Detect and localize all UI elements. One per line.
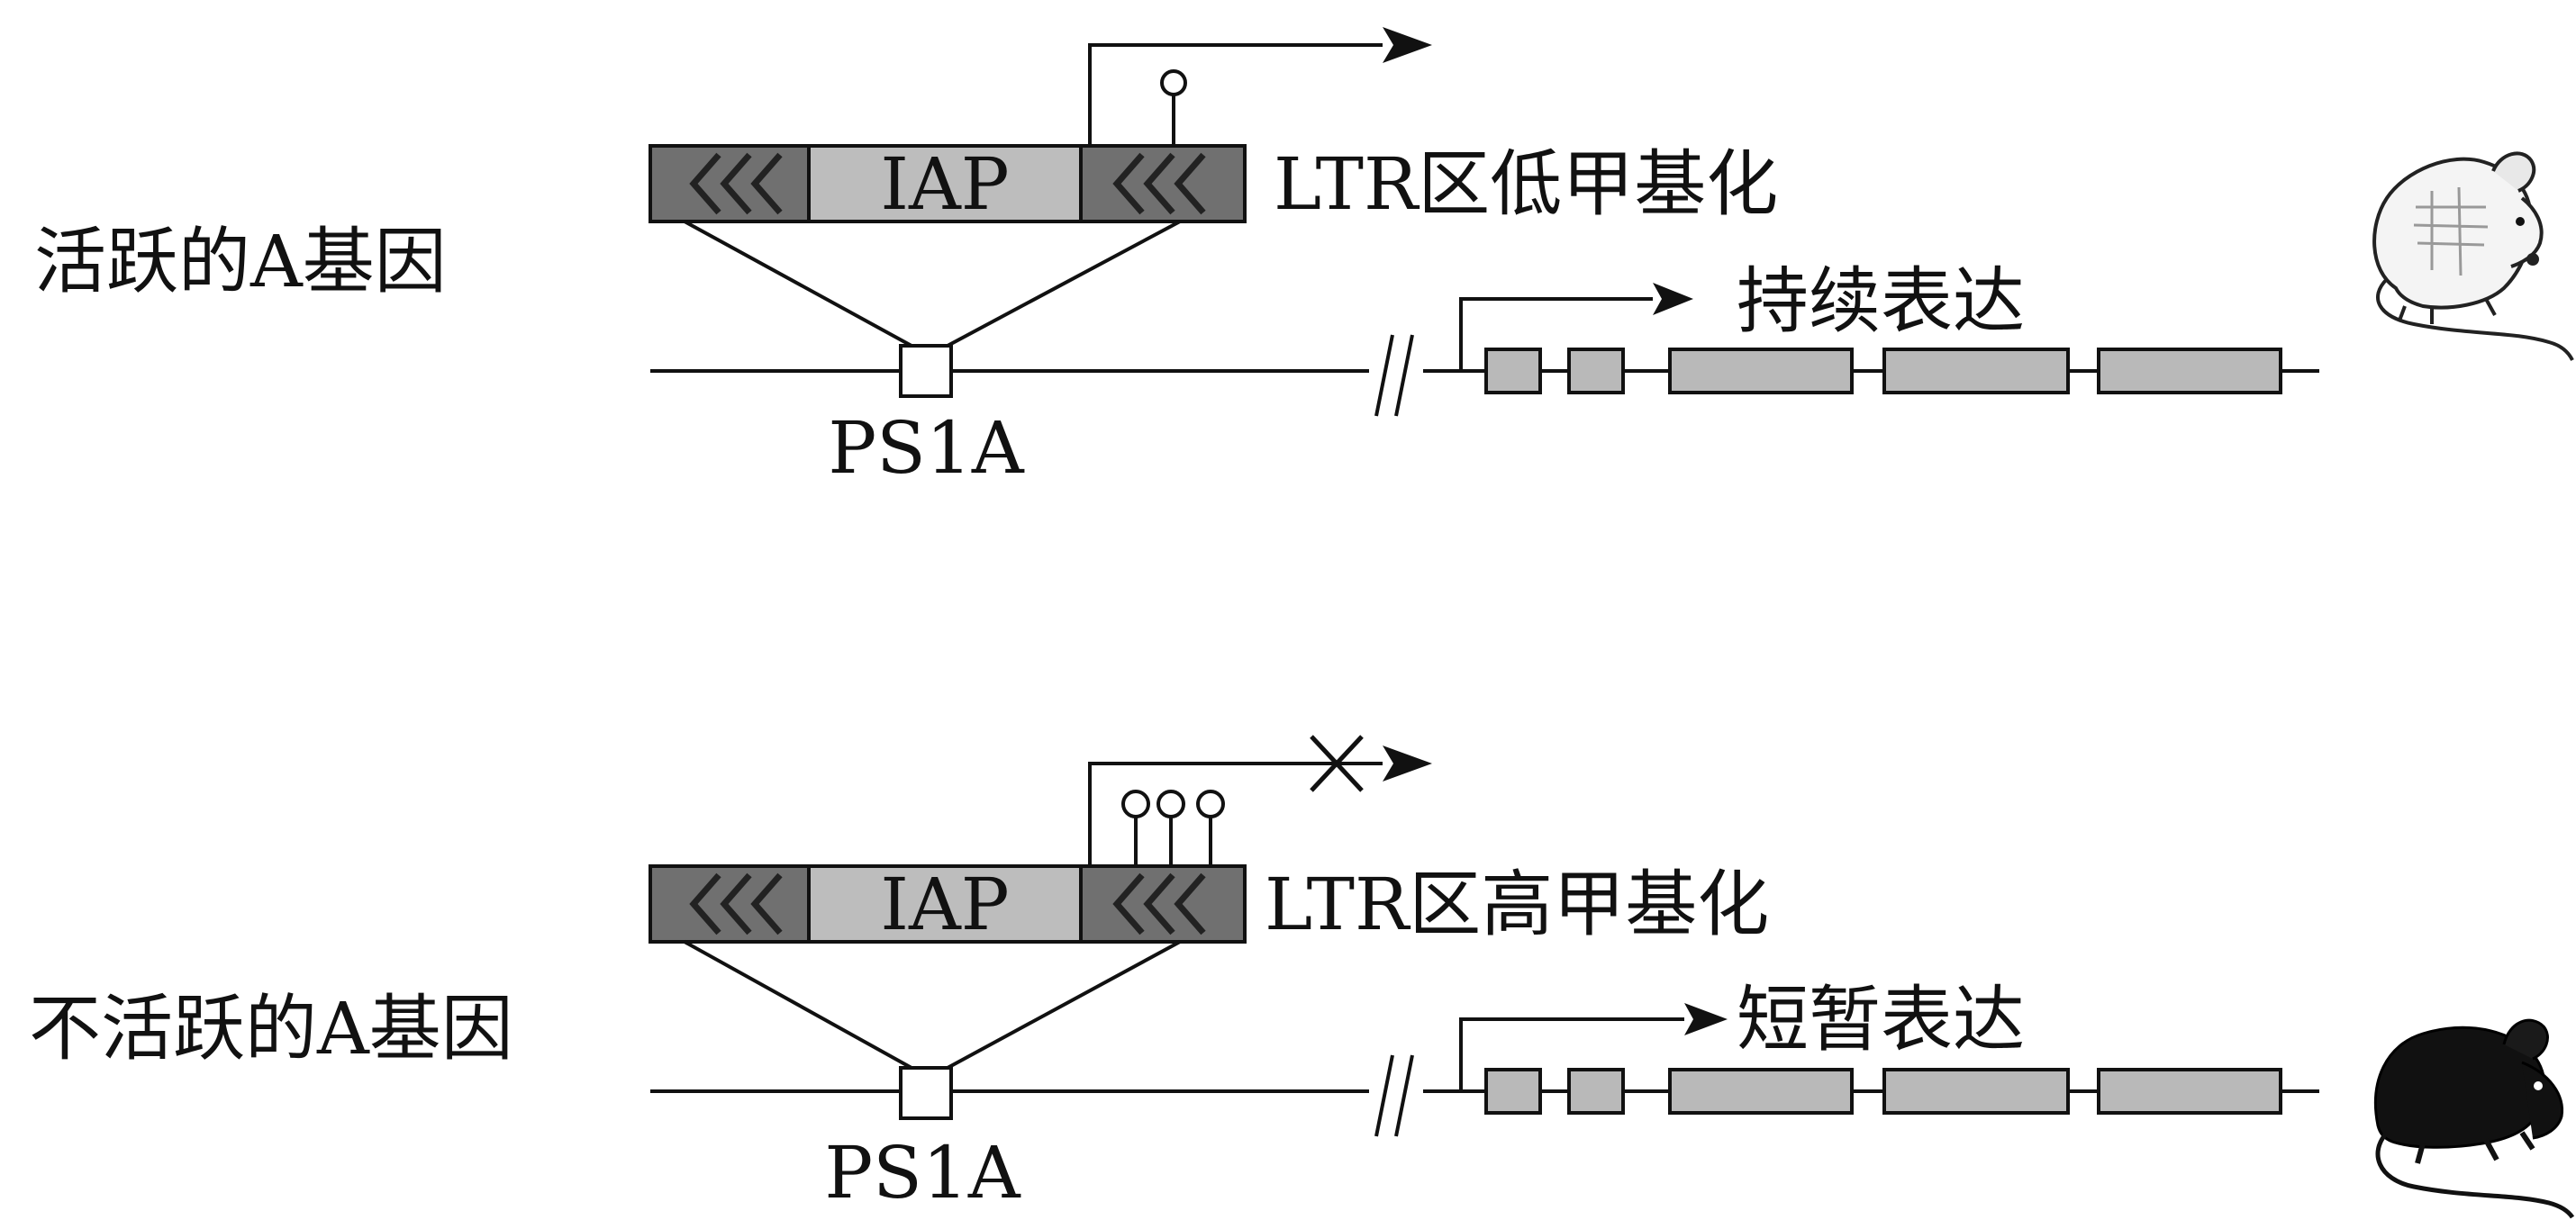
methylation-label: LTR区高甲基化: [1265, 863, 1769, 946]
exon: [1882, 348, 2070, 394]
exon: [1567, 348, 1625, 394]
methyl-mark: [1160, 69, 1187, 96]
exon: [1567, 1068, 1625, 1115]
methyl-mark: [1156, 790, 1185, 818]
black-mouse-icon: [2373, 1018, 2575, 1219]
exons: [1484, 1068, 2282, 1115]
methylation-marks: [1121, 790, 1225, 864]
expression-label: 持续表达: [1737, 259, 2025, 343]
expression-arrow: [1459, 283, 1693, 371]
exon: [1484, 348, 1542, 394]
methyl-mark: [1121, 790, 1150, 818]
ltr-right-chevrons-icon: [1112, 152, 1206, 215]
insertion-line-left: [684, 220, 912, 348]
iap-element: IAP: [649, 863, 1247, 946]
ltr-left: [649, 864, 811, 944]
gene-label: 不活跃的A基因: [29, 987, 513, 1071]
ltr-right: [1079, 864, 1247, 944]
insertion-line-left: [684, 940, 912, 1070]
exon: [1882, 1068, 2070, 1115]
iap-label: IAP: [880, 863, 1009, 946]
break-icon: [1374, 334, 1414, 417]
ps1a-site: [899, 344, 953, 398]
panel-inactive: 不活跃的A基因 IAP LTR区高甲基化: [29, 735, 2575, 1219]
ltr-transcription-arrow: [1088, 746, 1432, 864]
methylation-marks: [1160, 69, 1187, 144]
panel-active: 活跃的A基因 IAP LTR区低甲基化: [34, 27, 2574, 490]
expression-arrow: [1459, 1003, 1728, 1091]
break-icon: [1374, 1054, 1414, 1137]
exon: [1668, 348, 1854, 394]
ps1a-label: PS1A: [828, 406, 1025, 490]
expression-label: 短暂表达: [1737, 978, 2025, 1062]
gene-label: 活跃的A基因: [34, 220, 447, 303]
ps1a-site: [899, 1066, 953, 1120]
insertion-line-right: [947, 220, 1181, 348]
iap-element: IAP: [649, 142, 1247, 226]
ltr-transcription-arrow: [1088, 27, 1432, 144]
blocked-x-icon: [1310, 735, 1364, 792]
ltr-left: [649, 144, 811, 223]
iap-label: IAP: [880, 142, 1009, 226]
yellow-mouse-icon: [2372, 151, 2574, 361]
insertion-line-right: [947, 940, 1181, 1070]
ltr-right: [1079, 144, 1247, 223]
exon: [2097, 348, 2282, 394]
methylation-label: LTR区低甲基化: [1274, 142, 1778, 226]
exon: [1484, 1068, 1542, 1115]
exons: [1484, 348, 2282, 394]
ltr-left-chevrons-icon: [689, 152, 783, 215]
exon: [1668, 1068, 1854, 1115]
exon: [2097, 1068, 2282, 1115]
iap-body: [807, 144, 1083, 223]
ps1a-label: PS1A: [824, 1131, 1021, 1215]
methyl-mark: [1196, 790, 1225, 818]
ltr-right-chevrons-icon: [1112, 872, 1206, 935]
ltr-left-chevrons-icon: [689, 872, 783, 935]
iap-body: [807, 864, 1083, 944]
